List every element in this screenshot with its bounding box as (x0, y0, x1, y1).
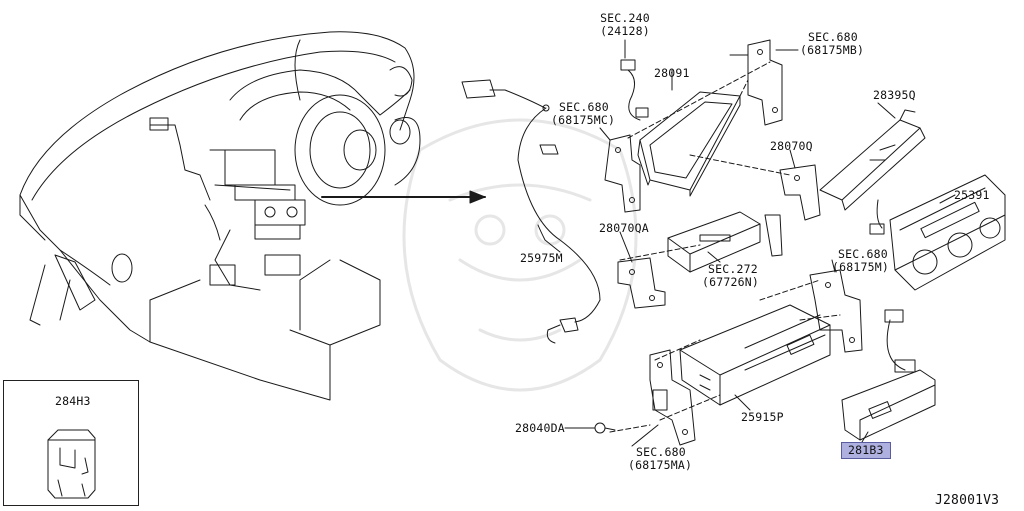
bracket-28070qa (617, 257, 666, 309)
label-sec240[interactable]: SEC.240 (24128) (592, 12, 658, 38)
label-sec680-mc-ref: (68175MC) (551, 113, 616, 127)
bracket-68175ma (649, 349, 696, 446)
part-281b3-switch (841, 309, 936, 441)
label-sec272[interactable]: SEC.272 (67726N) (702, 263, 759, 289)
part-25391-ac-panel (889, 174, 1006, 291)
bracket-68175mb (729, 39, 783, 126)
part-25915p-head-unit (679, 304, 831, 406)
label-25391[interactable]: 25391 (954, 188, 990, 202)
screw-28040da (573, 422, 616, 434)
label-284h3[interactable]: 284H3 (55, 394, 91, 408)
watermark-emblem (402, 118, 638, 392)
module-sec272 (667, 211, 761, 273)
part-28091-display (637, 91, 741, 197)
label-sec680-ma-title: SEC.680 (636, 445, 686, 459)
alignment-lines (609, 61, 841, 433)
label-sec680-m-title: SEC.680 (838, 247, 888, 261)
label-sec240-title: SEC.240 (600, 11, 650, 25)
inset-box (3, 380, 139, 506)
label-sec680-mc-title: SEC.680 (559, 100, 609, 114)
flow-arrow (321, 190, 486, 204)
label-28395q[interactable]: 28395Q (873, 88, 916, 102)
label-sec680-ma-ref: (68175MA) (628, 458, 693, 472)
label-sec680-mb-title: SEC.680 (808, 30, 858, 44)
label-25915p[interactable]: 25915P (741, 410, 784, 424)
bracket-68175mc (604, 134, 641, 213)
label-sec240-ref: (24128) (600, 24, 650, 38)
label-sec680-m-ref: (68175M) (832, 260, 889, 274)
label-281b3-highlighted[interactable]: 281B3 (841, 442, 891, 459)
label-28091[interactable]: 28091 (654, 66, 690, 80)
part-28395q-controller (819, 109, 926, 235)
label-sec272-title: SEC.272 (708, 262, 758, 276)
label-25975m[interactable]: 25975M (520, 251, 563, 265)
label-sec680-ma[interactable]: SEC.680 (68175MA) (628, 446, 692, 472)
label-28040da[interactable]: 28040DA (515, 421, 565, 435)
part-284h3-clip (47, 429, 96, 499)
bracket-68175m (809, 269, 863, 353)
label-sec680-mc[interactable]: SEC.680 (68175MC) (551, 101, 615, 127)
label-28070q[interactable]: 28070Q (770, 139, 813, 153)
sec240-lead (620, 59, 649, 121)
label-sec680-mb-ref: (68175MB) (800, 43, 865, 57)
label-sec680-m[interactable]: SEC.680 (68175M) (832, 248, 889, 274)
leader-lines (537, 39, 956, 447)
label-sec680-mb[interactable]: SEC.680 (68175MB) (800, 31, 864, 57)
label-sec272-ref: (67726N) (702, 275, 759, 289)
label-28070qa[interactable]: 28070QA (599, 221, 649, 235)
drawing-id: J28001V3 (935, 493, 1000, 508)
bracket-28070q (764, 164, 821, 257)
dashboard-assembly (19, 31, 421, 401)
part-25975m-cable (461, 79, 601, 344)
